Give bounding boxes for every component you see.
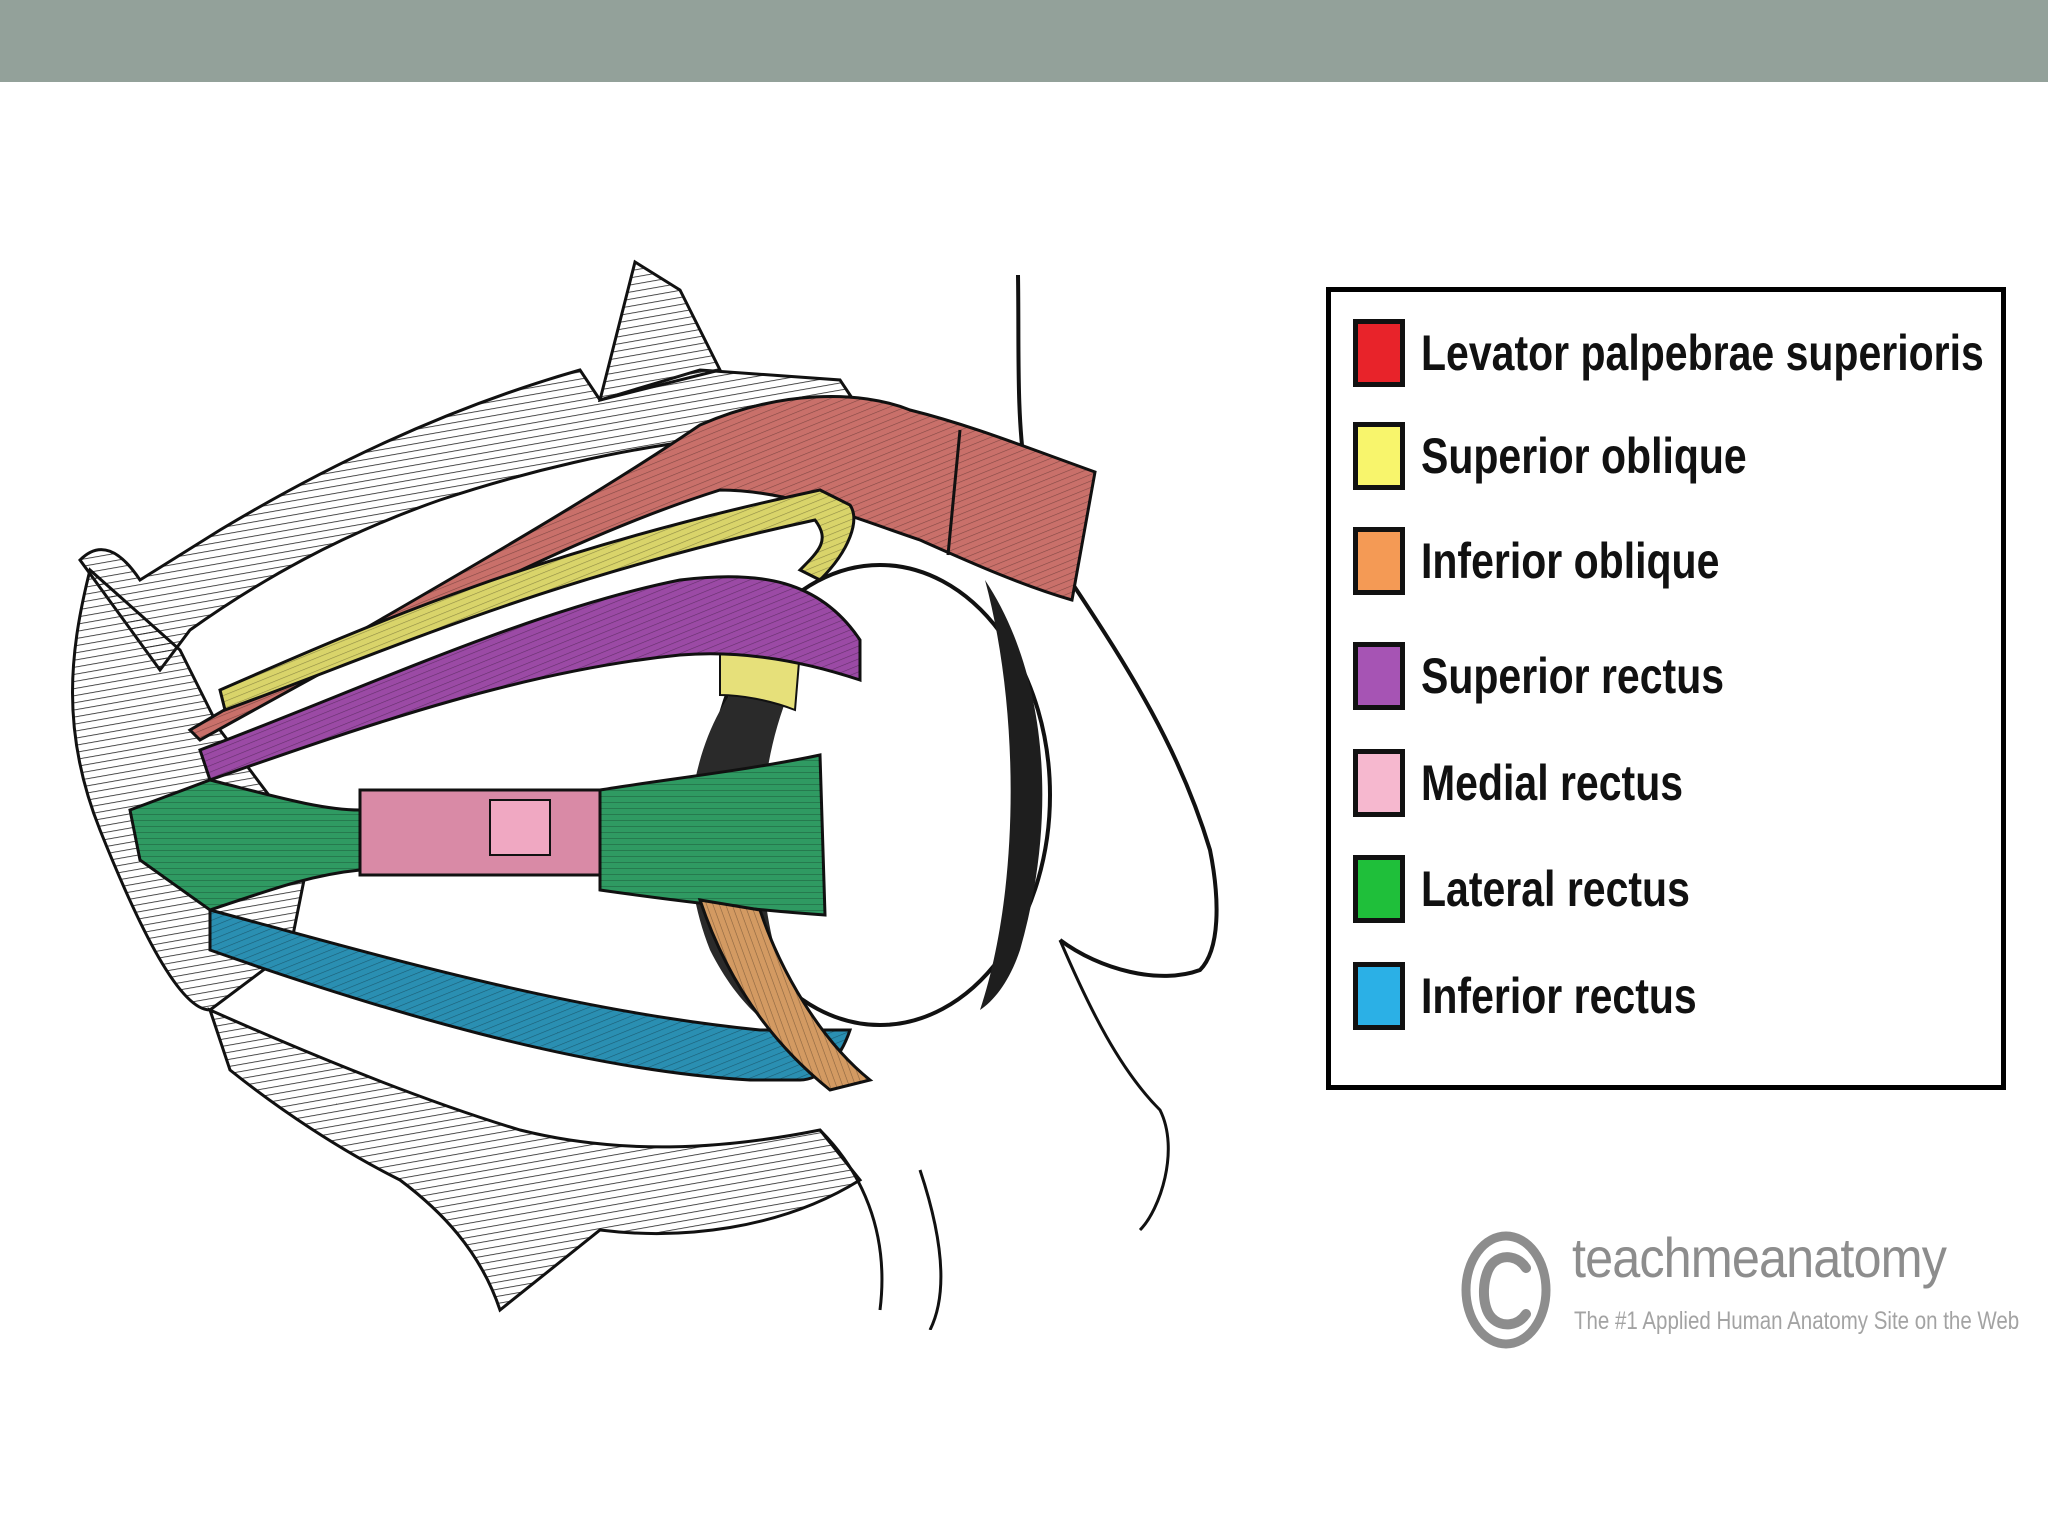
legend-label: Medial rectus: [1421, 755, 1684, 811]
nasal-outline: [1016, 274, 1219, 978]
muscle-legend: Levator palpebrae superioris Superior ob…: [1326, 287, 2006, 1090]
eye-muscles-illustration: [71, 259, 1219, 1330]
copyright-icon: [1461, 1231, 1551, 1349]
brand-name: teachmeanatomy: [1572, 1226, 1947, 1289]
legend-swatch: [1353, 855, 1405, 923]
legend-item-superior-rectus: Superior rectus: [1353, 637, 1791, 715]
legend-label: Superior rectus: [1421, 648, 1725, 704]
legend-swatch: [1353, 642, 1405, 710]
legend-swatch: [1353, 962, 1405, 1030]
legend-swatch: [1353, 749, 1405, 817]
legend-swatch: [1353, 319, 1405, 387]
watermark: teachmeanatomy The #1 Applied Human Anat…: [1460, 1225, 2048, 1355]
legend-item-inferior-rectus: Inferior rectus: [1353, 957, 1757, 1035]
orbital-floor-bone: [207, 1007, 863, 1313]
legend-label: Inferior oblique: [1421, 533, 1720, 589]
legend-item-inferior-oblique: Inferior oblique: [1353, 522, 1785, 600]
medial-rectus-tendon: [489, 799, 551, 856]
legend-label: Superior oblique: [1421, 428, 1747, 484]
legend-swatch: [1353, 422, 1405, 490]
maxilla-outline: [818, 1128, 943, 1330]
frontal-process: [597, 259, 723, 403]
legend-swatch: [1353, 527, 1405, 595]
legend-item-lateral-rectus: Lateral rectus: [1353, 850, 1749, 928]
legend-label: Lateral rectus: [1421, 861, 1690, 917]
cornea-edge: [980, 580, 1043, 1010]
legend-item-levator-palpebrae: Levator palpebrae superioris: [1353, 314, 2048, 392]
header-bar: [0, 0, 2048, 82]
legend-item-superior-oblique: Superior oblique: [1353, 417, 1818, 495]
legend-item-medial-rectus: Medial rectus: [1353, 744, 1741, 822]
legend-label: Levator palpebrae superioris: [1421, 325, 1984, 381]
legend-label: Inferior rectus: [1421, 968, 1697, 1024]
brand-tagline: The #1 Applied Human Anatomy Site on the…: [1574, 1307, 2020, 1335]
muscle-medial-rectus: [358, 788, 602, 877]
cheek-outline: [1058, 939, 1170, 1232]
